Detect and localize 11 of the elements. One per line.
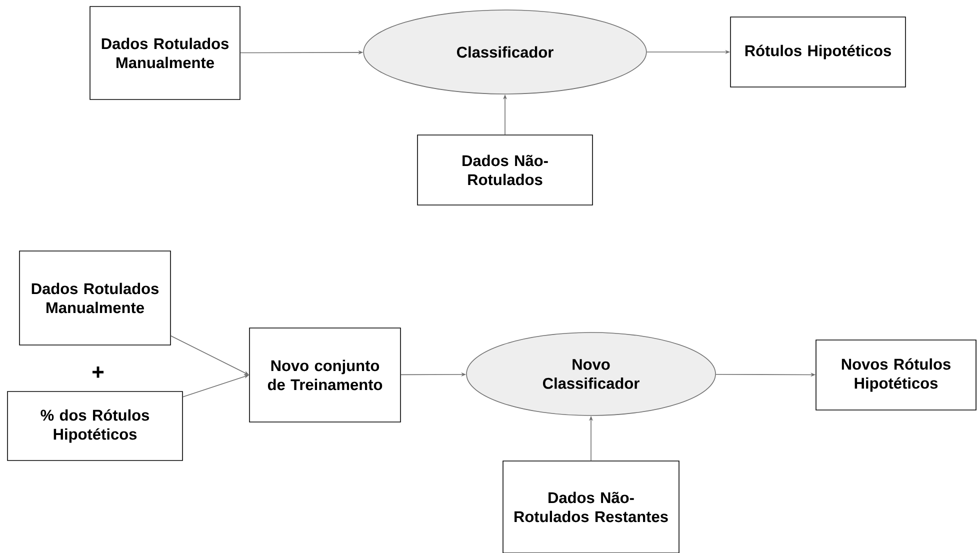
process-box: Novo conjunto de Treinamento: [249, 328, 401, 422]
process-box: Dados Rotulados Manualmente: [19, 250, 171, 346]
process-box: Novos Rótulos Hipotéticos: [816, 340, 976, 410]
process-box: % dos Rótulos Hipotéticos: [7, 391, 183, 461]
process-box: Dados Rotulados Manualmente: [90, 6, 240, 100]
process-box: Dados Não-Rotulados: [417, 134, 593, 206]
ellipse-node: Novo Classificador: [466, 332, 716, 416]
process-box: Dados Não-Rotulados Restantes: [502, 460, 680, 553]
plus-sign: +: [92, 366, 104, 378]
process-box: Rótulos Hipotéticos: [730, 16, 906, 88]
ellipse-node: Classificador: [363, 10, 647, 94]
